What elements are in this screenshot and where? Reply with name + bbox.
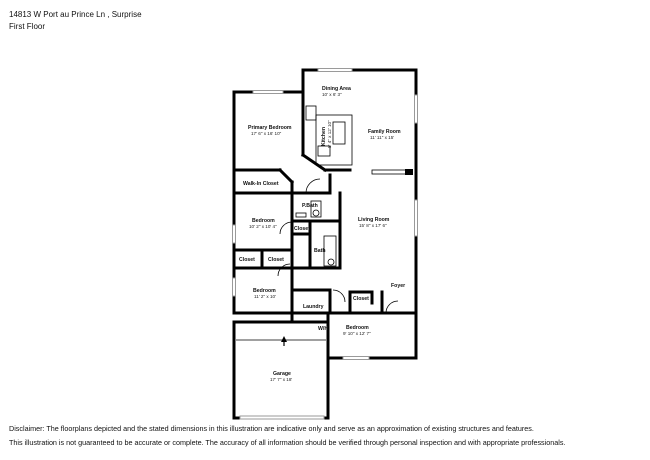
room-dims-kitchen: 8' 4" x 12' 10" bbox=[327, 120, 332, 148]
room-dims-garage: 17' 7" x 18' bbox=[270, 377, 292, 382]
room-name-garage: Garage bbox=[273, 371, 291, 377]
room-name-dining: Dining Area bbox=[322, 86, 351, 92]
room-name-foyer: Foyer bbox=[391, 283, 405, 289]
room-name-living: Living Room bbox=[358, 217, 390, 223]
room-name-primary-bedroom: Primary Bedroom bbox=[248, 125, 292, 131]
room-name-closet-b: Closet bbox=[239, 257, 255, 263]
room-name-bedroom-1: Bedroom bbox=[252, 218, 275, 224]
interior-walls bbox=[232, 90, 384, 324]
windows bbox=[232, 68, 418, 360]
room-name-closet-d: Closet bbox=[353, 296, 369, 302]
disclaimer-line-1: Disclaimer: The floorplans depicted and … bbox=[9, 424, 534, 433]
exterior-walls bbox=[232, 68, 418, 420]
room-name-bedroom-3: Bedroom bbox=[346, 325, 369, 331]
room-name-p-bath: P.Bath bbox=[302, 203, 318, 209]
room-dims-primary-bedroom: 17' 6" x 16' 10" bbox=[251, 131, 282, 136]
room-dims-family: 11' 11" x 15' bbox=[370, 135, 394, 140]
room-name-bedroom-2: Bedroom bbox=[253, 288, 276, 294]
room-name-closet-c: Closet bbox=[268, 257, 284, 263]
room-name-wh: W/H bbox=[318, 326, 328, 332]
room-name-laundry: Laundry bbox=[303, 304, 324, 310]
doors bbox=[277, 178, 399, 314]
room-dims-bedroom-3: 9' 10" x 12' 7" bbox=[343, 331, 371, 336]
room-dims-bedroom-1: 10' 2" x 10' 4" bbox=[249, 224, 277, 229]
floor-label: First Floor bbox=[9, 22, 45, 31]
room-name-closet-a: Closet bbox=[294, 226, 310, 232]
room-name-bath: Bath bbox=[314, 248, 326, 254]
garage-details bbox=[236, 336, 326, 420]
room-name-kitchen: Kitchen bbox=[321, 127, 327, 146]
room-labels: Dining Area 10' x 6' 3" Family Room 11' … bbox=[239, 86, 405, 382]
fixtures bbox=[295, 105, 413, 267]
room-dims-dining: 10' x 6' 3" bbox=[322, 92, 342, 97]
property-address: 14813 W Port au Prince Ln , Surprise bbox=[9, 10, 142, 19]
room-dims-living: 15' 8" x 17' 6" bbox=[359, 223, 387, 228]
room-name-family: Family Room bbox=[368, 129, 401, 135]
room-dims-bedroom-2: 11' 2" x 10' bbox=[254, 294, 276, 299]
room-name-walk-in-closet: Walk-In Closet bbox=[243, 181, 279, 187]
disclaimer-line-2: This illustration is not guaranteed to b… bbox=[9, 438, 566, 447]
